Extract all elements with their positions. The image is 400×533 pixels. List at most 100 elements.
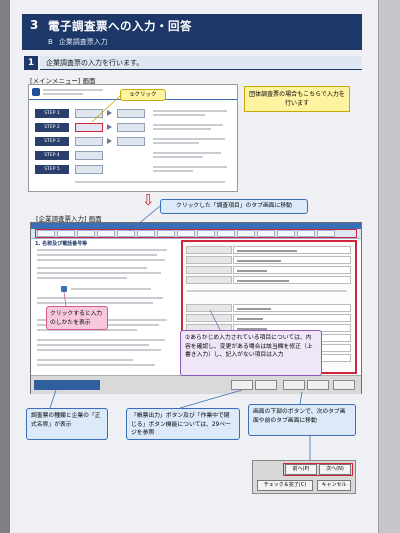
survey-tab-strip: [31, 229, 361, 239]
step-1-button: [75, 109, 103, 118]
text-line: [71, 288, 151, 290]
company-survey-entry-button: [75, 123, 103, 132]
check-complete-button: チェック＆完了(C): [257, 480, 313, 491]
field-label: [186, 276, 232, 284]
step-2-button-2: [117, 123, 145, 132]
text-line: [37, 349, 161, 351]
text-line: [37, 277, 127, 279]
step-1-label: STEP 1: [35, 109, 69, 118]
help-icon: [61, 286, 67, 292]
main-menu-caption: [メインメニュー] 画面: [30, 77, 96, 85]
prev-button: [283, 380, 305, 390]
field-label: [186, 304, 232, 312]
subtitle-text: 企業調査票入力: [58, 38, 108, 46]
text-line: [153, 114, 205, 116]
click-callout: ①クリック: [120, 89, 166, 101]
close-in-progress-button: [255, 380, 277, 390]
window-title-bar: [31, 223, 361, 229]
step-description: 企業調査票の入力を行います。: [40, 56, 362, 70]
field-label: [186, 256, 232, 264]
field-value: [233, 256, 351, 264]
text-line: [153, 170, 193, 172]
text-line: [43, 93, 83, 95]
arrow-right-icon: [107, 124, 112, 130]
survey-tab: [197, 230, 215, 237]
survey-tab: [57, 230, 75, 237]
app-logo-icon: [32, 88, 40, 96]
section-subtitle: B 企業調査票入力: [48, 37, 114, 47]
navigation-note: 画面の下部のボタンで、次のタブ画面や前のタブ画面に移動: [248, 404, 356, 436]
text-line: [153, 166, 227, 168]
survey-tab: [297, 230, 315, 237]
field-label: [186, 246, 232, 254]
text-line: [37, 302, 153, 304]
step-4-label: STEP 4: [35, 151, 69, 160]
print-buttons-note: 「帳票出力」ボタン及び「作業中で閉じる」ボタン機能については、29ページを参照: [126, 408, 240, 440]
step-5-button: [75, 165, 103, 174]
text-line: [37, 272, 161, 274]
next-button: [307, 380, 329, 390]
text-line: [37, 267, 147, 269]
arrow-right-icon: [107, 110, 112, 116]
survey-tab: [77, 230, 95, 237]
form-name-note: 調査票の種類と企業の「正式名称」が表示: [26, 408, 108, 440]
text-line: [37, 249, 167, 251]
subtitle-letter: B: [48, 38, 53, 46]
text-line: [153, 138, 225, 140]
down-arrow-icon: ⇩: [142, 191, 155, 209]
step-3-button-2: [117, 137, 145, 146]
adjacent-page-edge: [378, 0, 400, 533]
cancel-button: キャンセル: [317, 480, 351, 491]
field-value: [233, 314, 351, 322]
section-heading: 1. 名称及び電話番号等: [35, 241, 88, 247]
arrow-right-icon: [107, 138, 112, 144]
field-value: [233, 246, 351, 254]
group-survey-note: 団体調査票の場合もこちらで入力を行います: [244, 86, 350, 112]
navigation-buttons-zoom: 前へ(P) 次へ(N) チェック＆完了(C) キャンセル: [252, 460, 356, 494]
survey-tab: [277, 230, 295, 237]
field-label: [186, 314, 232, 322]
text-line: [37, 259, 165, 261]
text-line: [37, 297, 163, 299]
step-2-label: STEP 2: [35, 123, 69, 132]
field-label: [186, 266, 232, 274]
survey-tab: [217, 230, 235, 237]
step-3-label: STEP 3: [35, 137, 69, 146]
tab-callout: クリックした「調査項目」のタブ画面に移動: [160, 199, 308, 214]
text-line: [187, 290, 347, 292]
main-menu-screenshot: STEP 1 STEP 2 STEP 3 STEP 4 STEP 5: [28, 84, 238, 192]
survey-tab: [117, 230, 135, 237]
prev-button: 前へ(P): [285, 464, 317, 475]
text-line: [75, 181, 225, 183]
next-button: 次へ(N): [319, 464, 351, 475]
step-5-label: STEP 5: [35, 165, 69, 174]
text-line: [43, 89, 103, 91]
text-line: [37, 254, 157, 256]
section-title: 電子調査票への入力・回答: [48, 19, 192, 33]
entry-screen-caption: [企業調査票入力] 画面: [36, 215, 102, 223]
text-line: [37, 359, 133, 361]
text-line: [37, 339, 165, 341]
survey-tab: [317, 230, 335, 237]
field-value: [233, 276, 351, 284]
text-line: [37, 329, 137, 331]
check-complete-button: [333, 380, 355, 390]
screen-bottom-bar: [31, 375, 361, 394]
survey-tab: [97, 230, 115, 237]
text-line: [37, 364, 155, 366]
prefill-callout: ②あらかじめ入力されている項目については、内容を確認し、変更がある場合は該当欄を…: [180, 330, 322, 376]
field-value: [233, 304, 351, 312]
survey-tab: [177, 230, 195, 237]
tab-strip-highlight: [35, 229, 357, 238]
step-3-button: [75, 137, 103, 146]
field-value: [233, 266, 351, 274]
survey-tab: [37, 230, 55, 237]
form-type-and-name-label: [34, 380, 100, 390]
text-line: [153, 124, 223, 126]
survey-tab: [157, 230, 175, 237]
step-1-button-2: [117, 109, 145, 118]
survey-tab: [257, 230, 275, 237]
prev-next-highlight: [283, 463, 353, 476]
text-line: [37, 344, 149, 346]
